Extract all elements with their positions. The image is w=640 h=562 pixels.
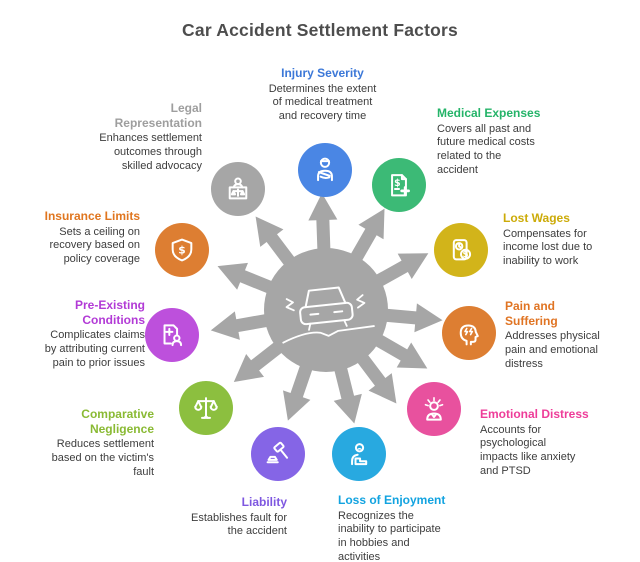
- shield-dollar-icon: $: [171, 238, 193, 262]
- wage-document-icon: $: [452, 239, 472, 261]
- loss-of-enjoyment-text: Loss of Enjoyment Recognizes the inabili…: [338, 493, 470, 562]
- emotional-distress-circle: [407, 382, 461, 436]
- injury-severity-description: Determines the extent of medical treatme…: [268, 82, 377, 123]
- legal-representation-text: Legal Representation Enhances settlement…: [91, 101, 202, 174]
- injury-severity-circle: [298, 143, 352, 197]
- medical-expenses-description: Covers all past and future medical costs…: [437, 122, 535, 177]
- distressed-person-icon: [424, 397, 444, 421]
- loss-of-enjoyment-label: Loss of Enjoyment: [338, 493, 446, 507]
- svg-text:$: $: [178, 244, 185, 257]
- page-title: Car Accident Settlement Factors: [182, 20, 458, 40]
- pre-existing-conditions-description: Complicates claims by attributing curren…: [44, 329, 145, 369]
- emotional-distress-text: Emotional Distress Accounts for psycholo…: [480, 407, 605, 479]
- pre-existing-conditions-label: Pre-Existing Conditions: [74, 298, 145, 327]
- liability-description: Establishes fault for the accident: [191, 511, 287, 538]
- comparative-negligence-description: Reduces settlement based on the victim's…: [51, 438, 154, 478]
- liability-label: Liability: [241, 495, 287, 509]
- legal-representation-label: Legal Representation: [114, 101, 202, 130]
- medical-expenses-text: Medical Expenses Covers all past and fut…: [437, 106, 549, 178]
- hub-arrows: [210, 193, 443, 424]
- comparative-negligence-circle: [179, 381, 233, 435]
- injured-person-icon: [317, 157, 333, 182]
- legal-representation-description: Enhances settlement outcomes through ski…: [99, 132, 202, 172]
- injury-severity-label: Injury Severity: [281, 66, 364, 80]
- hub-circle: [264, 248, 388, 372]
- pain-and-suffering-description: Addresses physical pain and emotional di…: [505, 330, 600, 370]
- balance-scale-icon: [194, 397, 218, 419]
- medical-expenses-circle: $: [372, 158, 426, 212]
- liability-text: Liability Establishes fault for the acci…: [177, 495, 287, 539]
- comparative-negligence-text: Comparative Negligence Reduces settlemen…: [38, 407, 154, 480]
- lost-wages-text: Lost Wages Compensates for income lost d…: [503, 211, 625, 269]
- injury-severity-text: Injury Severity Determines the extent of…: [240, 66, 405, 124]
- medical-bill-icon: $: [391, 174, 410, 197]
- head-pain-icon: [459, 324, 479, 346]
- insurance-limits-label: Insurance Limits: [44, 209, 140, 223]
- lawyer-scales-icon: [228, 177, 248, 200]
- loss-of-enjoyment-circle: [332, 427, 386, 481]
- liability-circle: [251, 427, 305, 481]
- pain-and-suffering-circle: [442, 306, 496, 360]
- comparative-negligence-label: Comparative Negligence: [81, 407, 154, 436]
- emotional-distress-label: Emotional Distress: [480, 407, 589, 421]
- emotional-distress-description: Accounts for psychological impacts like …: [480, 423, 576, 478]
- insurance-limits-description: Sets a ceiling on recovery based on poli…: [49, 225, 141, 266]
- insurance-limits-circle: $: [155, 223, 209, 277]
- pre-existing-conditions-text: Pre-Existing Conditions Complicates clai…: [28, 298, 145, 371]
- insurance-limits-text: Insurance Limits Sets a ceiling on recov…: [22, 209, 140, 267]
- lost-wages-description: Compensates for income lost due to inabi…: [503, 227, 593, 268]
- lost-wages-circle: $: [434, 223, 488, 277]
- person-couch-icon: [351, 443, 368, 466]
- car-crash-icon: [282, 286, 375, 344]
- svg-text:$: $: [394, 178, 401, 189]
- pain-and-suffering-label: Pain and Suffering: [505, 299, 558, 328]
- pre-existing-conditions-circle: [145, 308, 199, 362]
- pain-and-suffering-text: Pain and Suffering Addresses physical pa…: [505, 299, 623, 372]
- medical-expenses-label: Medical Expenses: [437, 106, 541, 120]
- svg-text:$: $: [463, 250, 469, 260]
- legal-representation-circle: [211, 162, 265, 216]
- medical-record-person-icon: [163, 324, 183, 347]
- loss-of-enjoyment-description: Recognizes the inability to participate …: [338, 509, 441, 562]
- lost-wages-label: Lost Wages: [503, 211, 570, 225]
- gavel-icon: [266, 441, 289, 464]
